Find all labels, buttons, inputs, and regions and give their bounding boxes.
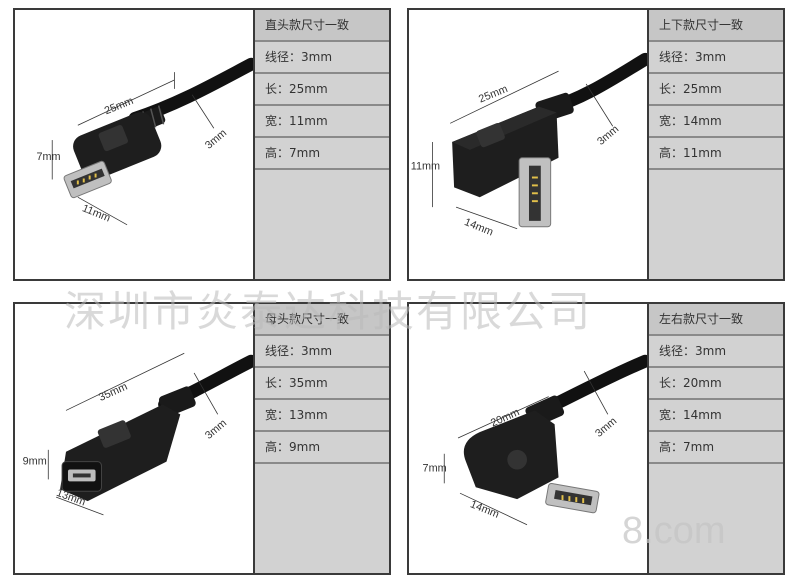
dim-wire-label: 3mm	[203, 417, 229, 442]
spec-title: 母头款尺寸一致	[255, 304, 389, 336]
female-cable-illustration: 35mm 3mm 9mm 13mm	[23, 352, 253, 516]
spec-wire: 线径：3mm	[649, 42, 783, 74]
dim-length-label: 25mm	[103, 95, 135, 117]
panel-straight: 25mm 3mm 7mm 11mm 直头款尺寸一致 线径：3mm 长：25mm …	[13, 8, 391, 281]
spec-title: 直头款尺寸一致	[255, 10, 389, 42]
spec-length: 长：20mm	[649, 368, 783, 400]
leftright-cable-illustration: 20mm 3mm 7mm 14mm	[423, 354, 647, 526]
straight-cable-illustration: 25mm 3mm 7mm 11mm	[36, 57, 253, 226]
panel-female: 35mm 3mm 9mm 13mm 母头款尺寸一致 线径：3mm 长：35mm …	[13, 302, 391, 575]
dim-wire-label: 3mm	[203, 127, 229, 152]
spec-wire: 线径：3mm	[649, 336, 783, 368]
spec-table: 左右款尺寸一致 线径：3mm 长：20mm 宽：14mm 高：7mm	[647, 304, 783, 573]
spec-height: 高：7mm	[255, 138, 389, 170]
spec-table: 母头款尺寸一致 线径：3mm 长：35mm 宽：13mm 高：9mm	[253, 304, 389, 573]
dim-length-label: 35mm	[97, 381, 129, 404]
dim-width-label: 11mm	[80, 202, 112, 224]
updown-cable-illustration: 25mm 3mm 11mm 14mm	[411, 52, 647, 239]
dim-height-label: 9mm	[23, 456, 47, 468]
spec-width: 宽：13mm	[255, 400, 389, 432]
spec-height: 高：9mm	[255, 432, 389, 464]
spec-length: 长：25mm	[649, 74, 783, 106]
spec-table: 直头款尺寸一致 线径：3mm 长：25mm 宽：11mm 高：7mm	[253, 10, 389, 279]
spec-width: 宽：11mm	[255, 106, 389, 138]
panel-left-right: 20mm 3mm 7mm 14mm 左右款尺寸一致 线径：3mm 长：20mm …	[407, 302, 785, 575]
spec-wire: 线径：3mm	[255, 42, 389, 74]
spec-length: 长：35mm	[255, 368, 389, 400]
dim-wire-label: 3mm	[595, 123, 621, 148]
gold-pins	[531, 176, 538, 203]
spec-table: 上下款尺寸一致 线径：3mm 长：25mm 宽：14mm 高：11mm	[647, 10, 783, 279]
spec-wire: 线径：3mm	[255, 336, 389, 368]
spec-width: 宽：14mm	[649, 400, 783, 432]
dim-height-label: 7mm	[423, 463, 447, 475]
spec-title: 上下款尺寸一致	[649, 10, 783, 42]
dim-height-label: 11mm	[411, 161, 440, 173]
spec-length: 长：25mm	[255, 74, 389, 106]
spec-title: 左右款尺寸一致	[649, 304, 783, 336]
dim-width-label: 14mm	[468, 498, 500, 520]
spec-height: 高：11mm	[649, 138, 783, 170]
gold-pins	[76, 173, 97, 185]
panel-up-down: 25mm 3mm 11mm 14mm 上下款尺寸一致 线径：3mm 长：25mm…	[407, 8, 785, 281]
dim-height-label: 7mm	[36, 151, 60, 163]
dim-wire-label: 3mm	[593, 415, 619, 440]
gold-pins	[561, 495, 585, 504]
spec-width: 宽：14mm	[649, 106, 783, 138]
spec-height: 高：7mm	[649, 432, 783, 464]
